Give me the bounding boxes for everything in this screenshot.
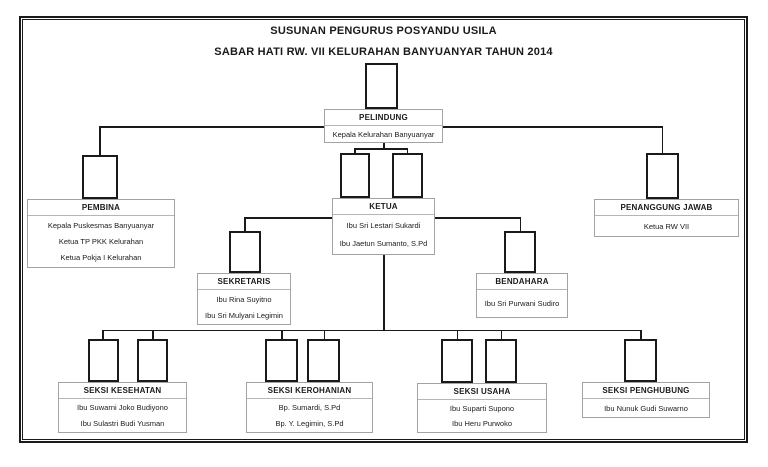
orgbox-seksi-usaha: SEKSI USAHA Ibu Suparti Supono Ibu Heru … — [417, 383, 547, 433]
orgbox-pembina-title: PEMBINA — [28, 200, 174, 216]
connector-line — [102, 329, 642, 331]
orgbox-pembina-members: Kepala Puskesmas Banyuanyar Ketua TP PKK… — [28, 216, 174, 267]
connector-line — [456, 329, 458, 340]
member-name: Ketua Pokja I Kelurahan — [60, 253, 142, 263]
photo-placeholder-sekretaris — [229, 231, 261, 273]
member-name: Ibu Rina Suyitno — [216, 294, 272, 304]
orgbox-seksi-kerohanian-title: SEKSI KEROHANIAN — [247, 383, 372, 399]
connector-line — [152, 329, 154, 340]
photo-placeholder-kerohanian-2 — [307, 339, 340, 382]
member-name: Ibu Sulastri Budi Yusman — [80, 418, 165, 428]
member-name: Kepala Kelurahan Banyuanyar — [332, 129, 435, 139]
page-title-line1: SUSUNAN PENGURUS POSYANDU USILA — [270, 25, 497, 37]
orgbox-seksi-kesehatan: SEKSI KESEHATAN Ibu Suwarni Joko Budiyon… — [58, 382, 187, 433]
orgbox-penanggung-jawab-title: PENANGGUNG JAWAB — [595, 200, 738, 216]
orgbox-bendahara-title: BENDAHARA — [477, 274, 567, 290]
orgbox-penanggung-jawab-members: Ketua RW VII — [595, 216, 738, 236]
member-name: Kepala Puskesmas Banyuanyar — [47, 220, 155, 230]
member-name: Ibu Jaetun Sumanto, S.Pd — [339, 239, 428, 249]
photo-placeholder-ketua-2 — [392, 153, 423, 198]
orgbox-pelindung-members: Kepala Kelurahan Banyuanyar — [325, 126, 442, 142]
photo-placeholder-kesehatan-2 — [137, 339, 168, 382]
member-name: Ibu Sri Purwani Sudiro — [484, 299, 560, 308]
orgbox-pelindung: PELINDUNG Kepala Kelurahan Banyuanyar — [324, 109, 443, 143]
connector-line — [406, 148, 408, 154]
photo-placeholder-bendahara — [504, 231, 536, 273]
photo-placeholder-usaha-2 — [485, 339, 517, 383]
connector-line — [102, 329, 104, 340]
photo-placeholder-usaha-1 — [441, 339, 473, 383]
connector-line — [354, 148, 408, 150]
orgbox-ketua-members: Ibu Sri Lestari Sukardi Ibu Jaetun Suman… — [333, 215, 434, 254]
member-name: Ibu Suwarni Joko Budiyono — [77, 403, 168, 413]
connector-line — [640, 329, 642, 340]
orgbox-penanggung-jawab: PENANGGUNG JAWAB Ketua RW VII — [594, 199, 739, 237]
connector-line — [281, 329, 283, 340]
member-name: Ibu Sri Lestari Sukardi — [346, 220, 421, 230]
orgbox-ketua: KETUA Ibu Sri Lestari Sukardi Ibu Jaetun… — [332, 198, 435, 255]
photo-placeholder-penanggung-jawab — [646, 153, 679, 199]
orgbox-pelindung-title: PELINDUNG — [325, 110, 442, 126]
orgbox-seksi-kerohanian-members: Bp. Sumardi, S.Pd Bp. Y. Legimin, S.Pd — [247, 399, 372, 432]
photo-placeholder-pelindung — [365, 63, 398, 109]
photo-placeholder-kerohanian-1 — [265, 339, 298, 382]
member-name: Ibu Heru Purwoko — [451, 419, 513, 428]
connector-line — [383, 254, 385, 331]
orgbox-pembina: PEMBINA Kepala Puskesmas Banyuanyar Ketu… — [27, 199, 175, 268]
connector-line — [323, 329, 325, 340]
member-name: Ibu Nunuk Gudi Suwarno — [604, 403, 688, 413]
orgbox-sekretaris-title: SEKRETARIS — [198, 274, 290, 290]
orgbox-bendahara: BENDAHARA Ibu Sri Purwani Sudiro — [476, 273, 568, 318]
member-name: Ibu Suparti Supono — [449, 404, 515, 413]
orgbox-seksi-usaha-members: Ibu Suparti Supono Ibu Heru Purwoko — [418, 400, 546, 432]
orgbox-seksi-penghubung: SEKSI PENGHUBUNG Ibu Nunuk Gudi Suwarno — [582, 382, 710, 418]
member-name: Ibu Sri Mulyani Legimin — [205, 310, 283, 320]
orgbox-seksi-kesehatan-title: SEKSI KESEHATAN — [59, 383, 186, 399]
orgbox-seksi-penghubung-members: Ibu Nunuk Gudi Suwarno — [583, 399, 709, 417]
photo-placeholder-ketua-1 — [340, 153, 370, 198]
connector-line — [519, 217, 521, 232]
photo-placeholder-penghubung — [624, 339, 657, 382]
member-name: Ketua TP PKK Kelurahan — [58, 236, 144, 246]
connector-line — [99, 126, 101, 156]
connector-line — [500, 329, 502, 340]
orgbox-seksi-kerohanian: SEKSI KEROHANIAN Bp. Sumardi, S.Pd Bp. Y… — [246, 382, 373, 433]
member-name: Bp. Y. Legimin, S.Pd — [275, 418, 344, 428]
orgbox-ketua-title: KETUA — [333, 199, 434, 215]
member-name: Bp. Sumardi, S.Pd — [278, 403, 341, 413]
connector-line — [354, 148, 356, 154]
inner-frame — [22, 19, 745, 440]
member-name: Ketua RW VII — [643, 221, 690, 231]
connector-line — [661, 126, 663, 154]
orgbox-sekretaris-members: Ibu Rina Suyitno Ibu Sri Mulyani Legimin — [198, 290, 290, 324]
orgbox-seksi-kesehatan-members: Ibu Suwarni Joko Budiyono Ibu Sulastri B… — [59, 399, 186, 432]
orgbox-seksi-penghubung-title: SEKSI PENGHUBUNG — [583, 383, 709, 399]
page-title-line2: SABAR HATI RW. VII KELURAHAN BANYUANYAR … — [214, 46, 553, 58]
orgbox-seksi-usaha-title: SEKSI USAHA — [418, 384, 546, 400]
connector-line — [244, 217, 246, 232]
connector-line — [383, 142, 385, 149]
outer-frame — [19, 16, 748, 443]
photo-placeholder-pembina — [82, 155, 118, 199]
orgbox-bendahara-members: Ibu Sri Purwani Sudiro — [477, 290, 567, 317]
orgbox-sekretaris: SEKRETARIS Ibu Rina Suyitno Ibu Sri Muly… — [197, 273, 291, 325]
photo-placeholder-kesehatan-1 — [88, 339, 119, 382]
